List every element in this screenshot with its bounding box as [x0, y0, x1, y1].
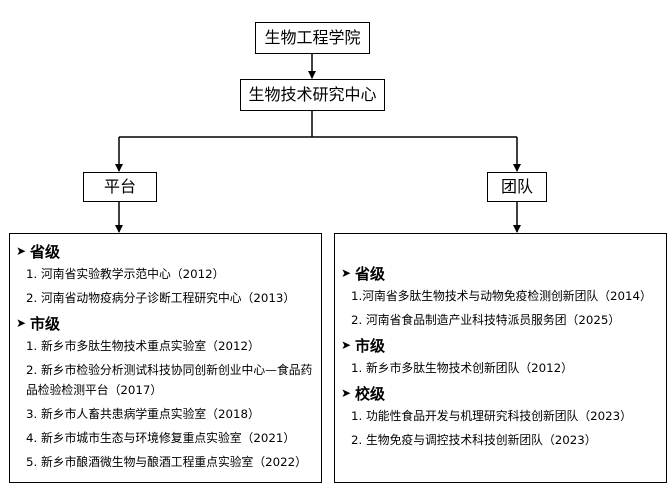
- platform-provincial-heading: ➤ 省级: [16, 240, 321, 262]
- arrowhead-bullet-icon: ➤: [341, 338, 352, 352]
- level-label: 校级: [355, 384, 386, 403]
- team-list-panel: ➤ 省级 1.河南省多肽生物技术与动物免疫检测创新团队（2014） 2. 河南省…: [334, 233, 667, 483]
- list-item: 2. 河南省动物疫病分子诊断工程研究中心（2013）: [26, 291, 296, 305]
- arrowhead-bullet-icon: ➤: [341, 386, 352, 400]
- team-municipal-heading: ➤ 市级: [341, 334, 666, 356]
- arrowhead-bullet-icon: ➤: [341, 266, 352, 280]
- level-label: 省级: [30, 242, 61, 261]
- level-label: 市级: [30, 314, 61, 333]
- list-item: 4. 新乡市城市生态与环境修复重点实验室（2021）: [26, 431, 296, 445]
- list-item: 2. 河南省食品制造产业科技特派员服务团（2025）: [351, 313, 621, 327]
- list-item: 1. 新乡市多肽生物技术创新团队（2012）: [351, 361, 573, 375]
- list-item: 1. 河南省实验教学示范中心（2012）: [26, 267, 225, 281]
- team-provincial-heading: ➤ 省级: [341, 262, 666, 284]
- team-school-heading: ➤ 校级: [341, 382, 666, 404]
- list-item: 1.河南省多肽生物技术与动物免疫检测创新团队（2014）: [351, 289, 652, 303]
- list-item: 5. 新乡市酿酒微生物与酿酒工程重点实验室（2022）: [26, 455, 307, 469]
- platform-box: 平台: [83, 172, 157, 202]
- team-box: 团队: [487, 172, 547, 202]
- arrowhead-bullet-icon: ➤: [16, 244, 27, 258]
- level-label: 市级: [355, 336, 386, 355]
- platform-municipal-heading: ➤ 市级: [16, 312, 321, 334]
- list-item: 3. 新乡市人畜共患病学重点实验室（2018）: [26, 407, 260, 421]
- arrowhead-bullet-icon: ➤: [16, 316, 27, 330]
- college-box: 生物工程学院: [255, 22, 370, 54]
- list-item: 1. 新乡市多肽生物技术重点实验室（2012）: [26, 339, 260, 353]
- list-item: 2. 新乡市检验分析测试科技协同创新创业中心—食品药品检验检测平台（2017）: [26, 363, 313, 397]
- research-center-box: 生物技术研究中心: [240, 79, 385, 111]
- platform-list-panel: ➤ 省级 1. 河南省实验教学示范中心（2012） 2. 河南省动物疫病分子诊断…: [9, 233, 322, 483]
- list-item: 2. 生物免疫与调控技术科技创新团队（2023）: [351, 433, 597, 447]
- list-item: 1. 功能性食品开发与机理研究科技创新团队（2023）: [351, 409, 632, 423]
- level-label: 省级: [355, 264, 386, 283]
